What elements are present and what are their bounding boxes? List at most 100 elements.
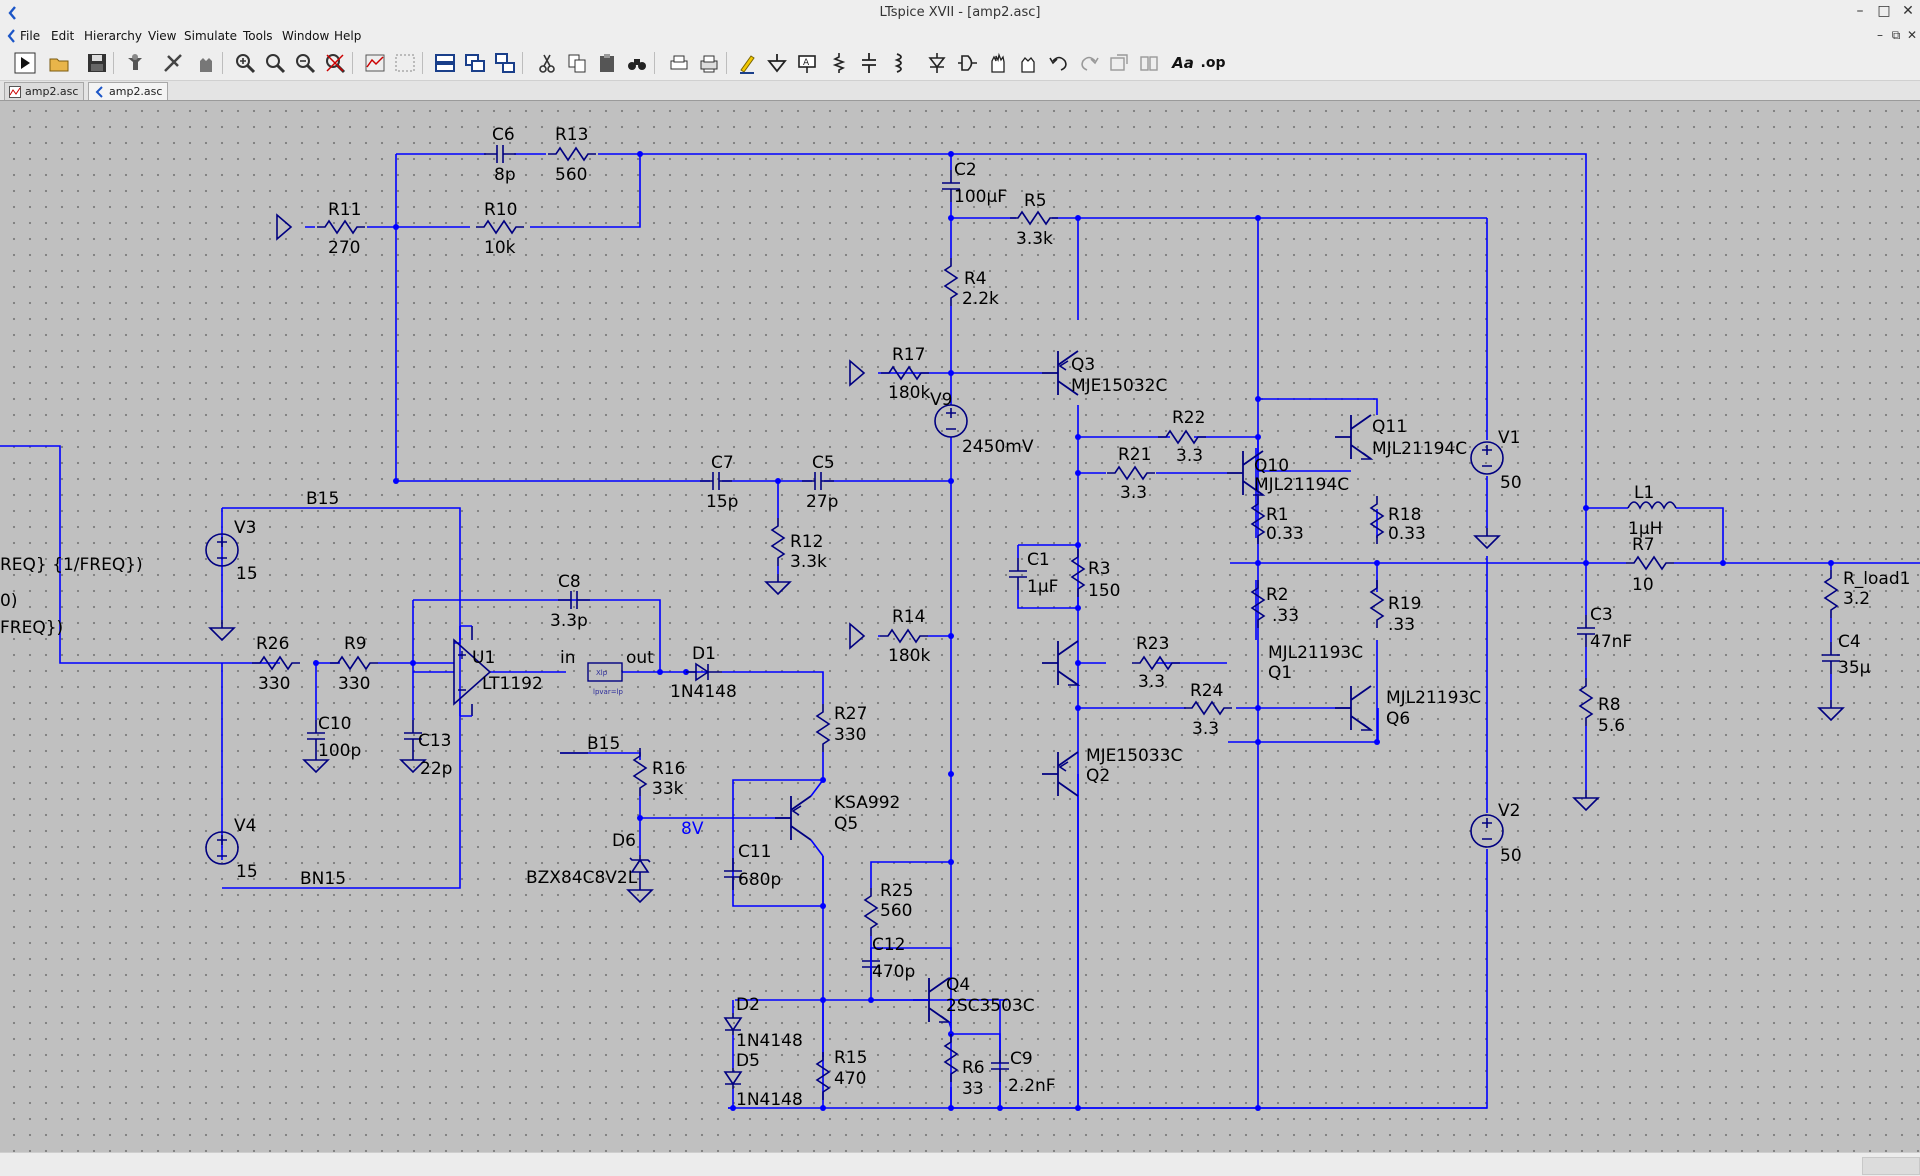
zoom-in-icon[interactable]: [232, 50, 258, 76]
document-icon[interactable]: [4, 29, 18, 43]
waveform-icon: [9, 85, 21, 98]
r26-ref: R26: [256, 634, 289, 654]
menu-hierarchy[interactable]: Hierarchy: [84, 29, 143, 43]
move-icon[interactable]: [984, 50, 1010, 76]
q1-ref: Q1: [1268, 663, 1292, 683]
net-label-icon[interactable]: A: [794, 50, 820, 76]
q6-value: MJL21193C: [1386, 688, 1481, 708]
resistor-icon[interactable]: [826, 50, 852, 76]
cut-icon[interactable]: [534, 50, 560, 76]
find-icon[interactable]: [624, 50, 650, 76]
maximize-button[interactable]: □: [1877, 3, 1891, 19]
c7-value: 15p: [706, 492, 738, 512]
q2-ref: Q2: [1086, 766, 1110, 786]
diode-d2-symbol: [723, 1013, 743, 1035]
tab-schematic-amp2[interactable]: amp2.asc: [88, 82, 168, 100]
r3-value: 150: [1088, 581, 1120, 601]
copy-icon[interactable]: [564, 50, 590, 76]
schematic-canvas[interactable]: Xlp lpvar=lp C6 8p R13 560 R11 270 R10 1…: [0, 101, 1920, 1152]
l1-ref: L1: [1634, 483, 1654, 503]
tile-h-icon[interactable]: [432, 50, 458, 76]
grid-icon[interactable]: [392, 50, 418, 76]
print-icon[interactable]: [696, 50, 722, 76]
c4-ref: C4: [1838, 632, 1861, 652]
tile-v-icon[interactable]: [462, 50, 488, 76]
v2-ref: V2: [1498, 801, 1520, 821]
r15-value: 470: [834, 1069, 866, 1089]
menu-simulate[interactable]: Simulate: [184, 29, 238, 43]
r18-ref: R18: [1388, 505, 1421, 525]
open-icon[interactable]: [46, 50, 72, 76]
mdi-close-button[interactable]: ✕: [1906, 28, 1918, 42]
zoom-full-icon[interactable]: [262, 50, 288, 76]
r8-ref: R8: [1598, 695, 1621, 715]
halt-icon[interactable]: [160, 50, 186, 76]
draw-wire-icon[interactable]: [734, 50, 760, 76]
c13-value: 22p: [420, 759, 452, 779]
r14-value: 180k: [888, 646, 930, 666]
c11-value: 680p: [738, 870, 781, 890]
spice-directive-icon[interactable]: .op: [1200, 55, 1226, 71]
mdi-minimize-button[interactable]: –: [1877, 28, 1883, 42]
c3-ref: C3: [1590, 605, 1613, 625]
r17-ref: R17: [892, 345, 925, 365]
print-setup-icon[interactable]: [666, 50, 692, 76]
r4-value: 2.2k: [962, 289, 999, 309]
c2-value: 100µF: [954, 187, 1007, 207]
drag-icon[interactable]: [1014, 50, 1040, 76]
d5-ref: D5: [736, 1051, 760, 1071]
autorange-icon[interactable]: [362, 50, 388, 76]
minimize-button[interactable]: –: [1856, 3, 1864, 19]
size-grip[interactable]: [1862, 1157, 1920, 1175]
q10-value: MJL21194C: [1254, 475, 1349, 495]
u1-value: LT1192: [482, 674, 543, 694]
v3-value: 15: [236, 564, 258, 584]
r16-value: 33k: [652, 779, 684, 799]
save-icon[interactable]: [84, 50, 110, 76]
menu-tools[interactable]: Tools: [243, 29, 273, 43]
diode-icon[interactable]: [924, 50, 950, 76]
component-icon[interactable]: [954, 50, 980, 76]
diode-d5-symbol: [723, 1068, 743, 1089]
pan-icon[interactable]: [192, 50, 218, 76]
q11-value: MJL21194C: [1372, 439, 1467, 459]
menu-window[interactable]: Window: [282, 29, 330, 43]
redo-icon[interactable]: [1076, 50, 1102, 76]
rotate-icon[interactable]: [1106, 50, 1132, 76]
v1-value: 50: [1500, 473, 1522, 493]
cascade-icon[interactable]: [492, 50, 518, 76]
app-icon: [8, 6, 16, 20]
menu-help[interactable]: Help: [334, 29, 362, 43]
menu-file[interactable]: File: [20, 29, 41, 43]
run-icon[interactable]: [12, 50, 38, 76]
r-load1-value: 3.2: [1843, 589, 1870, 609]
menu-view[interactable]: View: [148, 29, 177, 43]
close-button[interactable]: ✕: [1902, 3, 1914, 19]
tab-waveform-amp2[interactable]: amp2.asc: [4, 82, 84, 100]
r10-value: 10k: [484, 238, 516, 258]
d6-ref: D6: [612, 831, 636, 851]
q4-ref: Q4: [946, 975, 970, 995]
undo-icon[interactable]: [1046, 50, 1072, 76]
r22-ref: R22: [1172, 408, 1205, 428]
inductor-icon[interactable]: [886, 50, 912, 76]
mdi-restore-button[interactable]: ⧉: [1891, 28, 1901, 42]
zoom-out-icon[interactable]: [292, 50, 318, 76]
zoom-cancel-icon[interactable]: [322, 50, 348, 76]
q4-value: 2SC3503C: [946, 996, 1035, 1016]
capacitor-icon[interactable]: [856, 50, 882, 76]
control-panel-icon[interactable]: [122, 50, 148, 76]
mirror-icon[interactable]: [1136, 50, 1162, 76]
clipped-source-text: REQ} {1/FREQ}) 0) FREQ}): [0, 555, 143, 638]
c5-value: 27p: [806, 492, 838, 512]
r8-value: 5.6: [1598, 716, 1625, 736]
paste-icon[interactable]: [594, 50, 620, 76]
net-label-b15-top: B15: [306, 489, 339, 509]
l1-value: 1µH: [1628, 519, 1662, 539]
text-icon[interactable]: Aa: [1172, 54, 1194, 72]
c6-value: 8p: [494, 165, 516, 185]
menu-edit[interactable]: Edit: [51, 29, 75, 43]
c12-ref: C12: [872, 935, 906, 955]
ground-icon[interactable]: [764, 50, 790, 76]
c10-ref: C10: [318, 714, 352, 734]
